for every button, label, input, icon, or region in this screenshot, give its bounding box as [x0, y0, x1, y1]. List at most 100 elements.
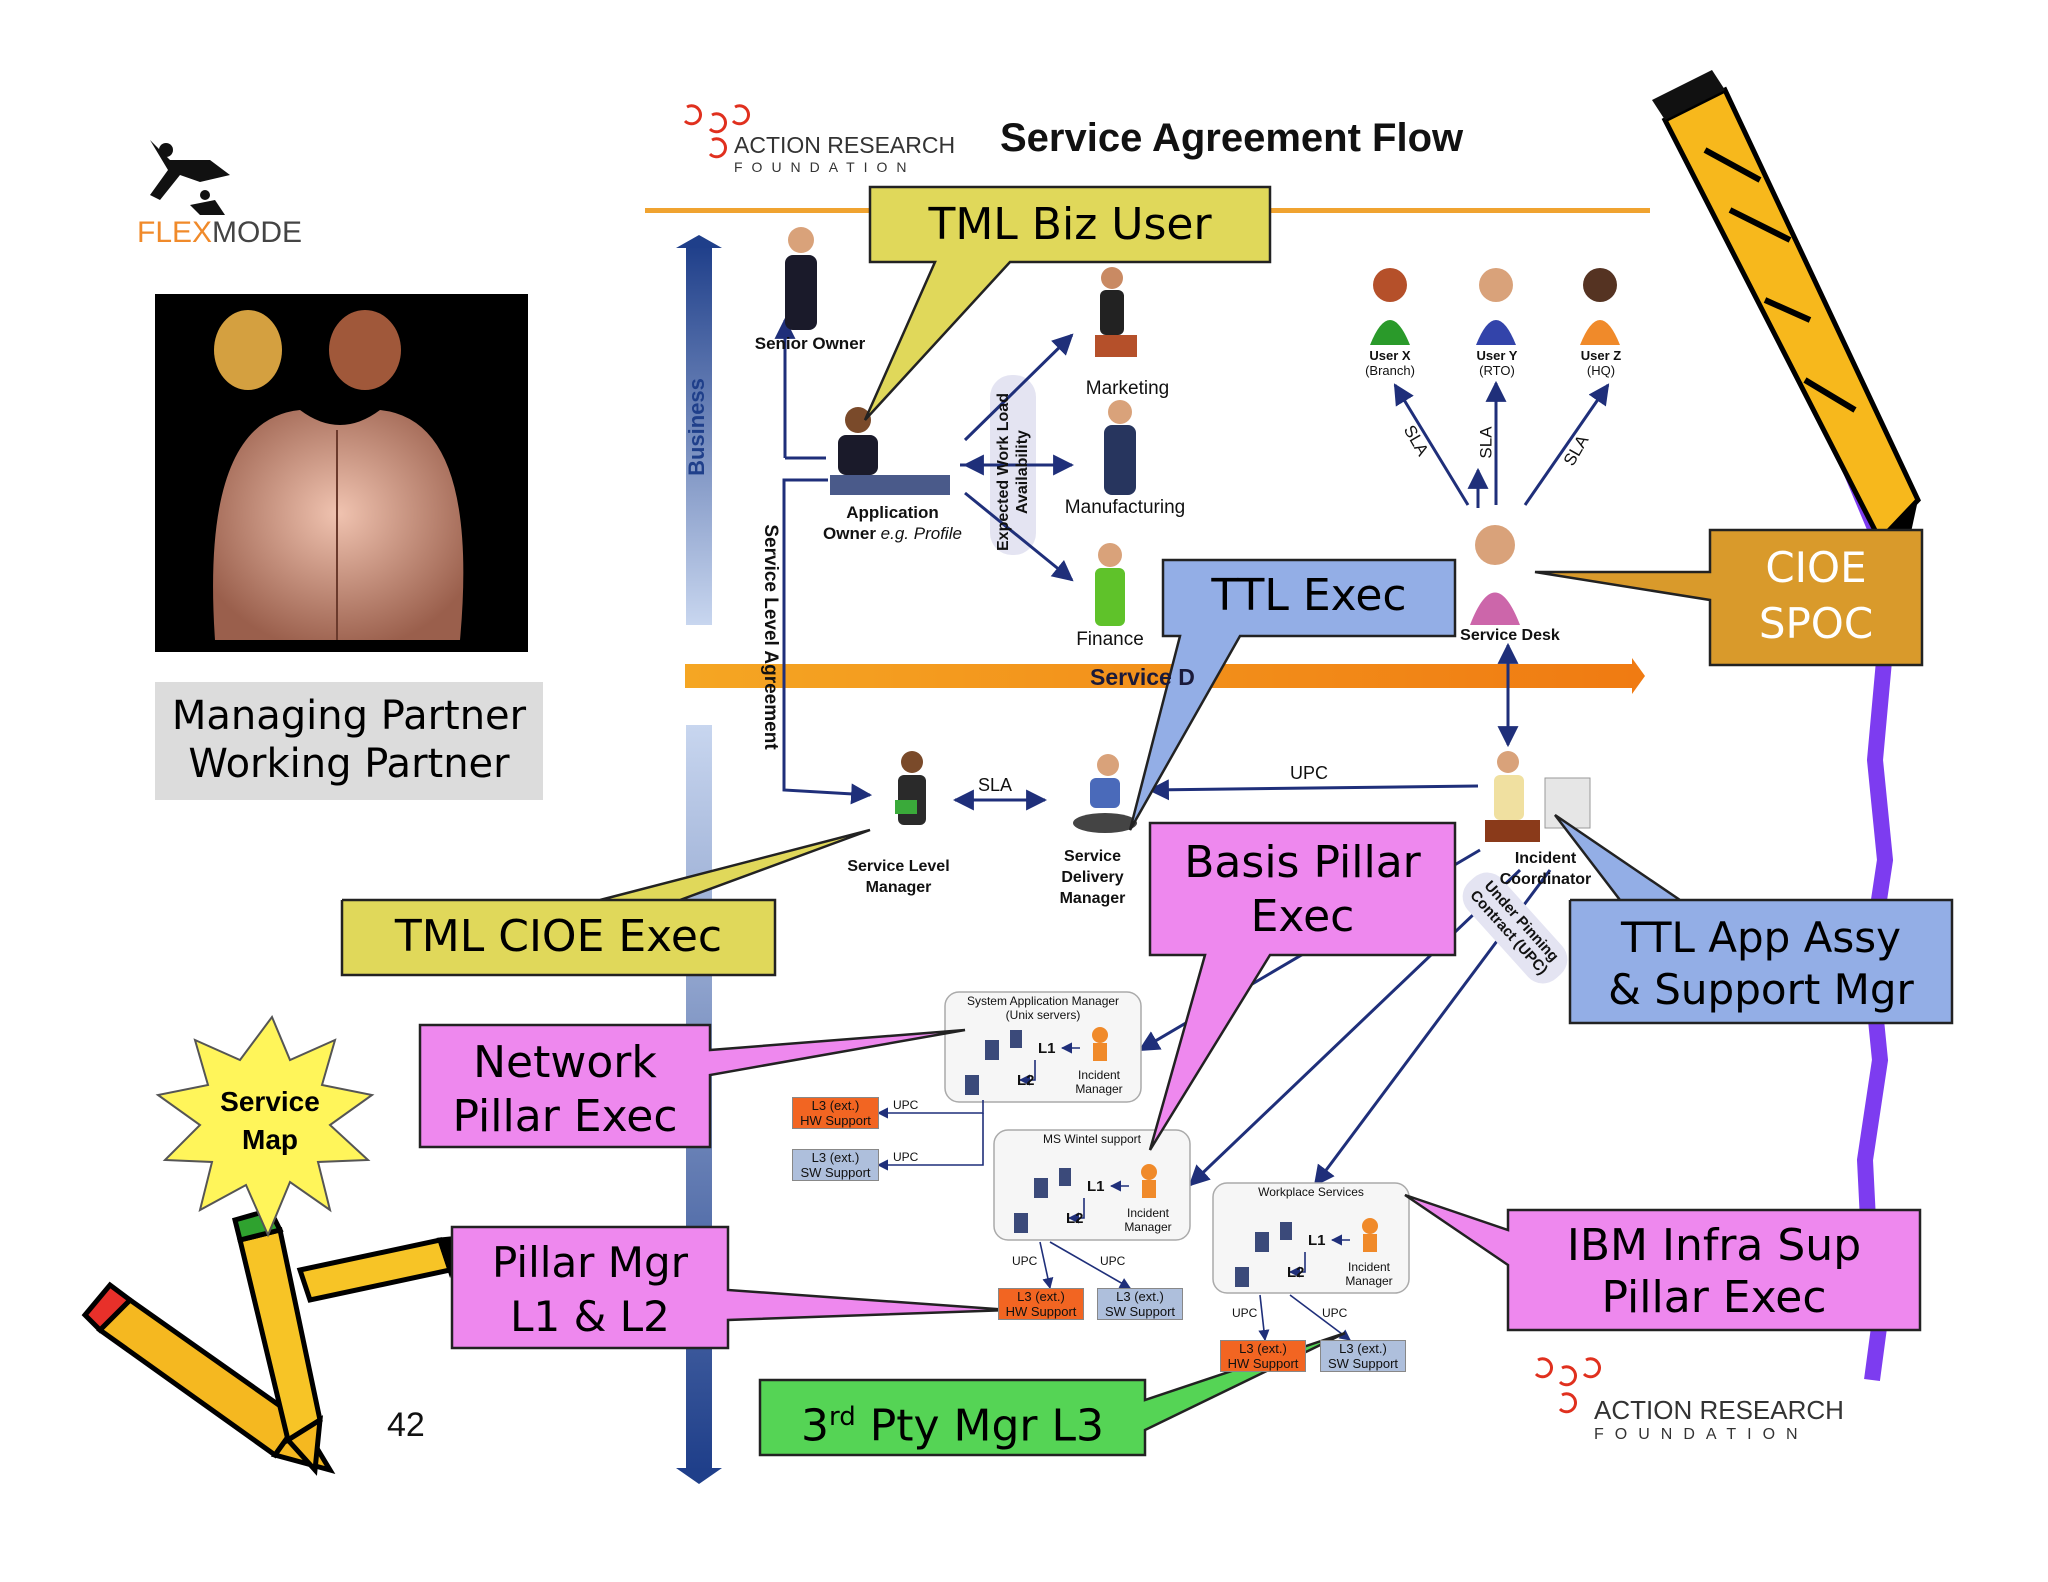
- pillar-mgr-line1: Pillar Mgr: [492, 1238, 688, 1287]
- service-map-burst: [155, 1014, 375, 1238]
- user-y-figure: [1476, 268, 1516, 345]
- user-x-figure: [1370, 268, 1410, 345]
- app-owner-line2a: Owner: [823, 524, 876, 543]
- arf-logo-bottom: ACTION RESEARCH FOUNDATION: [1594, 1395, 1844, 1444]
- callout-tml-biz-user: [863, 185, 1272, 421]
- arf-logo-bottom-line1: ACTION RESEARCH: [1594, 1395, 1844, 1425]
- service-map-line2: Map: [242, 1124, 298, 1155]
- user-z-name: User Z: [1580, 348, 1622, 363]
- user-x-label: User X(Branch): [1355, 348, 1425, 378]
- pillar-unix-title2: (Unix servers): [1005, 1008, 1081, 1022]
- pillar-wintel-l2: L2: [1066, 1210, 1084, 1227]
- pencils-bottom-left: [81, 1207, 464, 1476]
- pillar-box-workplace: [1212, 1182, 1410, 1294]
- pillar-workplace-hw: L3 (ext.)HW Support: [1220, 1340, 1306, 1372]
- pillar-unix-upc-sw: UPC: [893, 1150, 919, 1164]
- arf-logo-top: ACTION RESEARCH FOUNDATION: [734, 132, 955, 175]
- third-b: Pty Mgr L3: [855, 1400, 1105, 1452]
- callout-tml-biz-user-text: TML Biz User: [928, 199, 1212, 250]
- slm-line2: Manager: [865, 879, 932, 896]
- service-map-line1: Service: [220, 1086, 320, 1117]
- ic-figure: [1485, 751, 1591, 842]
- sla-label-y: SLA: [1476, 426, 1496, 459]
- business-axis: [686, 245, 712, 625]
- pillar-workplace-hw2: HW Support: [1227, 1356, 1299, 1371]
- service-delivery-label: Service D: [1090, 664, 1195, 690]
- pillar-wintel-l1: L1: [1087, 1178, 1105, 1195]
- pillar-unix-sw1: L3 (ext.): [811, 1150, 860, 1165]
- pillar-unix-hw2: HW Support: [800, 1113, 871, 1128]
- arf-logo-mark-bottom: [1534, 1357, 1602, 1414]
- pillar-wintel-title: MS Wintel support: [1042, 1132, 1142, 1146]
- cioe-line2: SPOC: [1758, 599, 1874, 648]
- page-title: Service Agreement Flow: [1000, 116, 1464, 160]
- callout-cioe-spoc-text: CIOE SPOC: [1710, 540, 1922, 652]
- pillar-wintel-sw: L3 (ext.)SW Support: [1097, 1288, 1183, 1320]
- workload-line2: Availability: [1014, 430, 1031, 514]
- callout-ttl-exec: [1128, 558, 1457, 831]
- flexmode-logo-mode: MODE: [212, 216, 303, 249]
- upc-band: [1462, 872, 1568, 984]
- marketing-figure: [1095, 267, 1137, 357]
- network-line2: Pillar Exec: [452, 1091, 678, 1142]
- pillar-unix-title1: System Application Manager: [966, 994, 1120, 1008]
- pillar-wintel-hw1: L3 (ext.): [1017, 1289, 1065, 1304]
- pillar-unix-im2: Manager: [1075, 1082, 1123, 1096]
- arf-logo-top-line2: FOUNDATION: [734, 159, 916, 175]
- callout-basis: [1148, 821, 1457, 1151]
- partner-box-bg: [155, 682, 543, 800]
- pillar-box-wintel: [993, 1129, 1191, 1241]
- pillar-unix-upc-hw: UPC: [893, 1098, 919, 1112]
- ibm-line2: Pillar Exec: [1601, 1272, 1827, 1323]
- app-owner-label: Application Owner e.g. Profile: [810, 502, 975, 544]
- cioe-line1: CIOE: [1765, 543, 1867, 592]
- callout-cioe-spoc: [1534, 528, 1924, 667]
- finance-figure: [1095, 543, 1125, 626]
- sdm-line3: Manager: [1059, 890, 1126, 907]
- callout-tml-cioe-exec-text: TML CIOE Exec: [394, 911, 723, 962]
- finance-label: Finance: [1076, 629, 1144, 650]
- ibm-line1: IBM Infra Sup: [1566, 1220, 1862, 1271]
- people-figures: [785, 227, 1620, 842]
- pillar-wintel-upc-sw: UPC: [1100, 1254, 1126, 1268]
- marketing-label: Marketing: [1085, 378, 1170, 399]
- workload-label: Expected Work Load Availability: [994, 387, 1032, 557]
- sla-label-slm: SLA: [978, 775, 1013, 795]
- sdm-line1: Service: [1064, 848, 1121, 865]
- ttl-app-line1: TTL App Assy: [1620, 913, 1902, 962]
- user-z-sub: (HQ): [1586, 363, 1616, 378]
- user-z-figure: [1580, 268, 1620, 345]
- pillar-unix-sw: L3 (ext.)SW Support: [792, 1149, 879, 1181]
- callout-pillar-mgr: [450, 1225, 1011, 1350]
- pillar-workplace-l2: L2: [1287, 1264, 1305, 1281]
- flexmode-logo-flex: FLEX: [137, 216, 213, 249]
- app-owner-line1: Application: [846, 503, 939, 522]
- pillar-wintel-im2: Manager: [1124, 1220, 1172, 1234]
- pillar-workplace-hw1: L3 (ext.): [1239, 1341, 1287, 1356]
- pillar-wintel-hw2: HW Support: [1005, 1304, 1077, 1319]
- partner-box: Managing Partner Working Partner: [155, 692, 543, 788]
- third-sup: rd: [828, 1402, 856, 1432]
- slm-line1: Service Level: [847, 858, 950, 875]
- callout-ttl-app-text: TTL App Assy& Support Mgr: [1570, 912, 1952, 1016]
- pillar-workplace-l1: L1: [1308, 1232, 1326, 1249]
- pillar-workplace-im2: Manager: [1345, 1274, 1393, 1288]
- pillar-wintel-upc-hw: UPC: [1012, 1254, 1038, 1268]
- pillar-workplace-upc-hw: UPC: [1232, 1306, 1258, 1320]
- user-z-label: User Z(HQ): [1566, 348, 1636, 378]
- slm-figure: [895, 751, 926, 825]
- pillar-wintel-sw1: L3 (ext.): [1116, 1289, 1164, 1304]
- pillar-workplace-im1: Incident: [1347, 1260, 1391, 1274]
- callout-ttl-exec-text: TTL Exec: [1211, 570, 1407, 621]
- pillar-unix-im1: Incident: [1077, 1068, 1121, 1082]
- senior-owner-figure: [785, 227, 817, 330]
- pillar-unix-title: System Application Manager(Unix servers): [945, 994, 1141, 1022]
- sdm-figure: [1073, 754, 1137, 833]
- business-label: Business: [684, 378, 709, 476]
- pillar-wintel-im1: Incident: [1126, 1206, 1170, 1220]
